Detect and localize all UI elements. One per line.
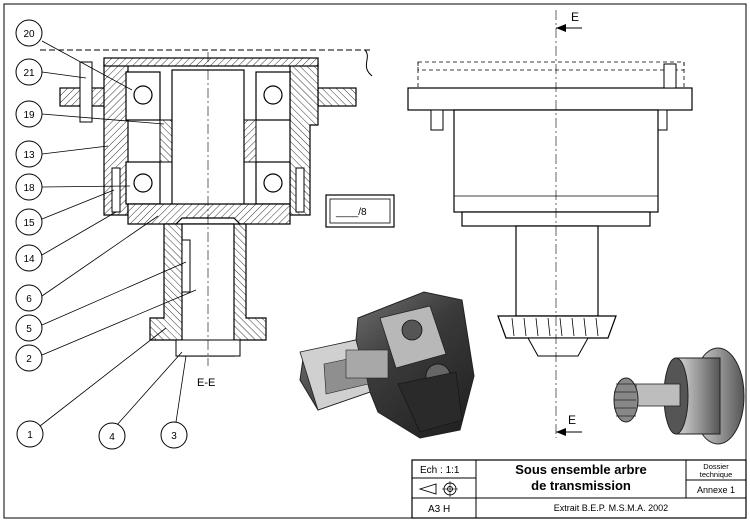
cut-mark-bottom: E: [568, 413, 576, 427]
callout-2-label: 2: [26, 354, 32, 365]
callout-2: 2: [15, 289, 197, 372]
title-format: A3 H: [428, 504, 450, 515]
front-view: [407, 10, 693, 438]
callout-21: 21: [15, 58, 87, 86]
cut-mark-top: E: [571, 10, 579, 24]
callout-5-label: 5: [26, 324, 32, 335]
callouts: 20 21 19 13 18 15 14: [15, 19, 197, 450]
annex-label: Annexe 1: [697, 485, 735, 495]
doc-type-line-1: Dossier: [703, 462, 729, 471]
title-block: [411, 459, 747, 519]
callout-18-label: 18: [23, 183, 35, 194]
doc-type-line-2: technique: [700, 470, 733, 479]
callout-21-label: 21: [23, 68, 35, 79]
projection-symbol-icon: [418, 481, 458, 497]
callout-5: 5: [15, 261, 187, 342]
callout-14-label: 14: [23, 254, 35, 265]
callout-4-label: 4: [109, 432, 115, 443]
sheet-border: [3, 3, 747, 519]
callout-1: 1: [16, 327, 167, 448]
callout-15-label: 15: [23, 218, 35, 229]
callout-19-label: 19: [23, 110, 35, 121]
section-label: E-E: [197, 377, 215, 389]
callout-6-label: 6: [26, 294, 32, 305]
exterior-3d-render: [613, 347, 745, 445]
callout-1-label: 1: [27, 430, 33, 441]
callout-14: 14: [15, 211, 117, 272]
callout-20: 20: [15, 19, 133, 91]
title-line-2: de transmission: [531, 478, 631, 493]
callout-3: 3: [160, 355, 188, 449]
callout-19: 19: [15, 100, 165, 128]
callout-18: 18: [15, 173, 131, 201]
callout-13: 13: [15, 140, 109, 168]
score-box-text: ____/8: [335, 207, 367, 218]
callout-15: 15: [15, 189, 115, 236]
callout-3-label: 3: [171, 431, 177, 442]
title-scale: Ech : 1:1: [420, 465, 460, 476]
title-line-1: Sous ensemble arbre: [515, 462, 647, 477]
callout-4: 4: [98, 351, 183, 450]
cutaway-3d-render: [299, 291, 475, 439]
source-label: Extrait B.E.P. M.S.M.A. 2002: [554, 503, 668, 513]
callout-20-label: 20: [23, 29, 35, 40]
section-view-e-e: [40, 49, 373, 366]
callout-13-label: 13: [23, 150, 35, 161]
score-box: ____/8: [325, 194, 395, 228]
callout-6: 6: [15, 215, 159, 312]
